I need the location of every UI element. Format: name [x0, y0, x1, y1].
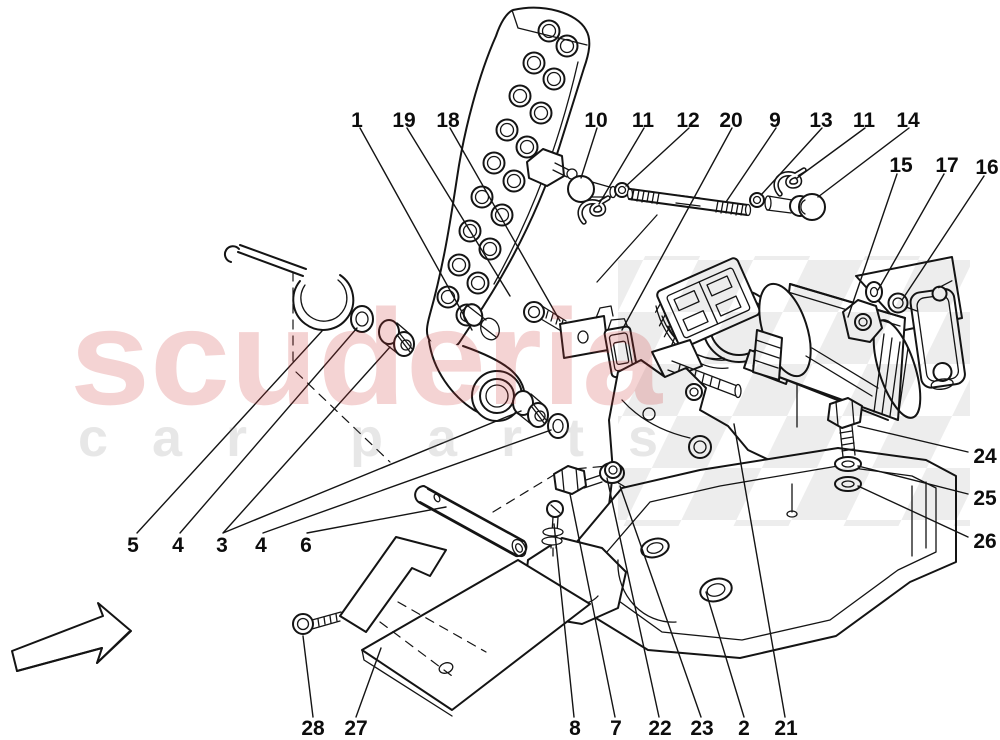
- bushing-3-left: [378, 319, 415, 357]
- leader-8: [553, 523, 575, 718]
- leader-3: [222, 346, 522, 534]
- leader-2: [705, 591, 745, 718]
- callout-26: 26: [973, 530, 996, 553]
- footrest-bracket: [339, 536, 591, 717]
- callout-2: 2: [738, 717, 750, 740]
- watermark-subtitle: car parts: [78, 408, 658, 468]
- callout-3: 3: [216, 534, 228, 557]
- callout-5: 5: [127, 534, 139, 557]
- callout-8: 8: [569, 717, 581, 740]
- callout-16: 16: [975, 156, 998, 179]
- leader-11b: [796, 127, 866, 179]
- pedal-holes: [436, 19, 579, 327]
- accelerator-pedal: [426, 6, 591, 422]
- callout-10: 10: [584, 109, 607, 132]
- watermark-brand: scuderia: [70, 281, 663, 433]
- screw-28: [292, 611, 342, 635]
- callout-21: 21: [774, 717, 798, 740]
- callout-18: 18: [436, 109, 460, 132]
- callout-25: 25: [973, 487, 997, 510]
- leader-9: [725, 127, 777, 203]
- bushing-3-right: [512, 390, 549, 428]
- screw-22-washers-23: [541, 500, 564, 557]
- leader-1: [359, 127, 473, 331]
- callout-27: 27: [344, 717, 367, 740]
- callout-4: 4: [172, 534, 184, 557]
- callout-1: 1: [351, 109, 363, 132]
- callout-22: 22: [648, 717, 671, 740]
- return-spring: [224, 244, 355, 331]
- callout-19: 19: [392, 109, 415, 132]
- pivot-pin: [414, 485, 528, 558]
- leader-5: [136, 330, 323, 534]
- leader-6: [306, 506, 447, 534]
- washer-4-right: [547, 413, 569, 439]
- leader-7: [569, 493, 616, 718]
- leader-22: [606, 477, 660, 718]
- checkered-flag-pattern: [618, 256, 970, 526]
- callout-6: 6: [300, 534, 312, 557]
- leader-19: [406, 127, 511, 297]
- leader-28: [302, 635, 314, 718]
- callout-11-2: 11: [853, 109, 876, 132]
- callout-labels: 1 19 18 10 11 12 20 9 13 11 14 15 17 16 …: [127, 109, 999, 740]
- safety-clip-left: [577, 195, 611, 225]
- callout-20: 20: [719, 109, 742, 132]
- direction-arrow-icon: [11, 602, 132, 672]
- callout-15: 15: [889, 154, 913, 177]
- throttle-linkage: [567, 167, 826, 225]
- leader-18: [449, 127, 561, 322]
- callout-17: 17: [935, 154, 958, 177]
- callout-28: 28: [301, 717, 325, 740]
- leader-12: [625, 127, 690, 187]
- leader-4a: [179, 327, 358, 534]
- callout-11: 11: [632, 109, 655, 132]
- callout-4-2: 4: [255, 534, 267, 557]
- watermark: scuderia car parts: [70, 256, 970, 526]
- leader-14: [817, 127, 910, 198]
- leader-11a: [598, 127, 645, 205]
- callout-12: 12: [676, 109, 699, 132]
- callout-14: 14: [896, 109, 920, 132]
- callout-24: 24: [973, 445, 997, 468]
- leader-10: [580, 127, 598, 179]
- leader-4b: [262, 429, 552, 534]
- safety-clip-right: [773, 167, 807, 197]
- hex-bolt-7: [553, 465, 605, 495]
- callout-9: 9: [769, 109, 781, 132]
- leader-13: [760, 127, 823, 196]
- leader-27: [355, 647, 382, 718]
- callout-23: 23: [690, 717, 713, 740]
- washer-4-left: [350, 305, 374, 333]
- callout-7: 7: [610, 717, 622, 740]
- sensor-screw: [523, 301, 567, 333]
- callout-13: 13: [809, 109, 832, 132]
